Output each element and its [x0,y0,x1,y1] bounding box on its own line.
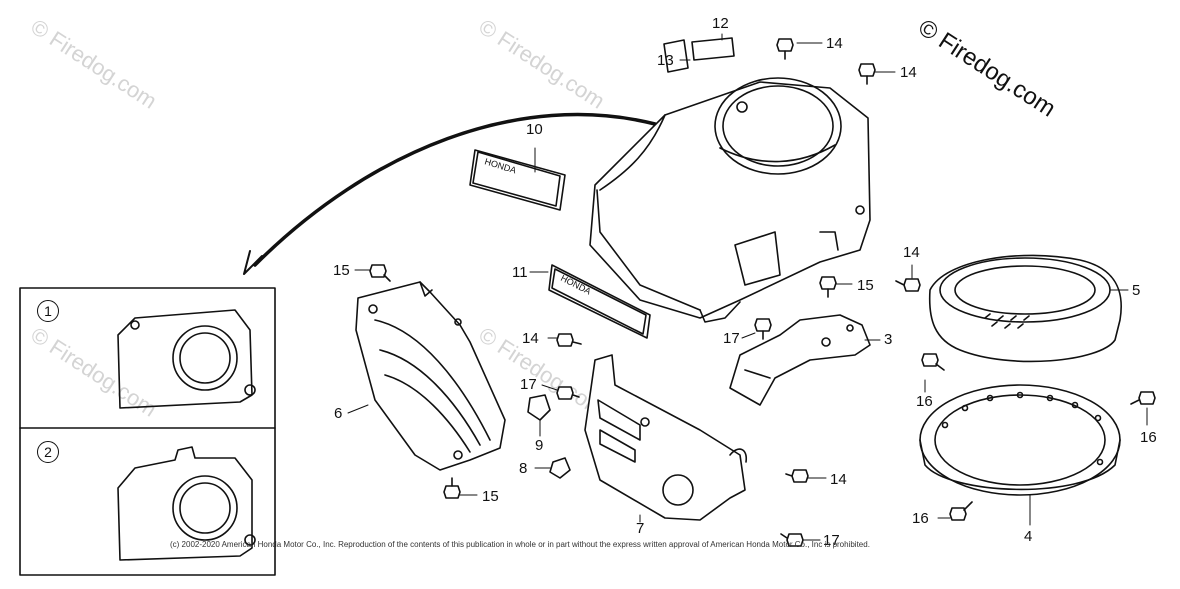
copyright-notice: (c) 2002-2020 American Honda Motor Co., … [170,540,870,549]
callout-14-a: 14 [826,35,843,52]
callout-9: 9 [535,437,544,454]
inset-variant-2-number: 2 [37,441,59,463]
inset-shroud-1 [117,309,256,409]
callout-17-a: 17 [723,330,740,347]
callout-14-d: 14 [522,330,539,347]
fan-shroud [589,77,871,323]
callout-5: 5 [1132,282,1141,299]
bolt-17-c [780,533,804,547]
callout-13: 13 [657,52,674,69]
callout-4: 4 [1024,528,1033,545]
callout-12: 12 [712,15,729,32]
callout-17-b: 17 [520,376,537,393]
callout-3: 3 [884,331,893,348]
bolt-15-c [443,477,461,499]
callout-11: 11 [512,264,528,281]
callout-7: 7 [636,520,645,537]
bolt-14-b [858,63,876,85]
shroud-6 [355,281,506,471]
inset-box [19,287,276,576]
bolt-17-b [556,386,580,400]
inset-shroud-2 [117,446,256,561]
callout-16-a: 16 [916,393,933,410]
grommet-8 [549,457,571,479]
bolt-14-c [895,278,921,292]
pointer-arrow [253,112,657,267]
callout-6: 6 [334,405,343,422]
callout-10: 10 [526,121,543,138]
callout-14-e: 14 [830,471,847,488]
leader-lines [347,33,1148,541]
inset-variant-1-number: 1 [37,300,59,322]
ring-4 [919,384,1121,496]
callout-14-c: 14 [903,244,920,261]
bracket-3 [729,314,871,406]
bolt-16-c [949,501,973,521]
bolt-14-d [556,333,582,347]
callout-15-a: 15 [333,262,350,279]
bolt-16-a [921,353,945,371]
starter-cover-5 [928,254,1122,363]
callout-8: 8 [519,460,528,477]
pointer-arrow-head [243,250,263,275]
label-13 [663,39,689,73]
bolt-15-a [369,264,391,282]
callout-16-c: 16 [912,510,929,527]
bolt-14-e [785,469,809,483]
label-12 [691,37,735,61]
cover-7 [584,354,748,521]
emblem-10: HONDA [469,149,566,211]
bolt-14-a [776,38,794,60]
callout-15-b: 15 [857,277,874,294]
clip-9 [527,394,551,421]
callout-14-b: 14 [900,64,917,81]
callout-17-c: 17 [823,532,840,549]
callout-16-b: 16 [1140,429,1157,446]
bolt-15-b [819,276,837,298]
callout-15-c: 15 [482,488,499,505]
bolt-17-a [754,318,772,340]
bolt-16-b [1130,391,1156,405]
